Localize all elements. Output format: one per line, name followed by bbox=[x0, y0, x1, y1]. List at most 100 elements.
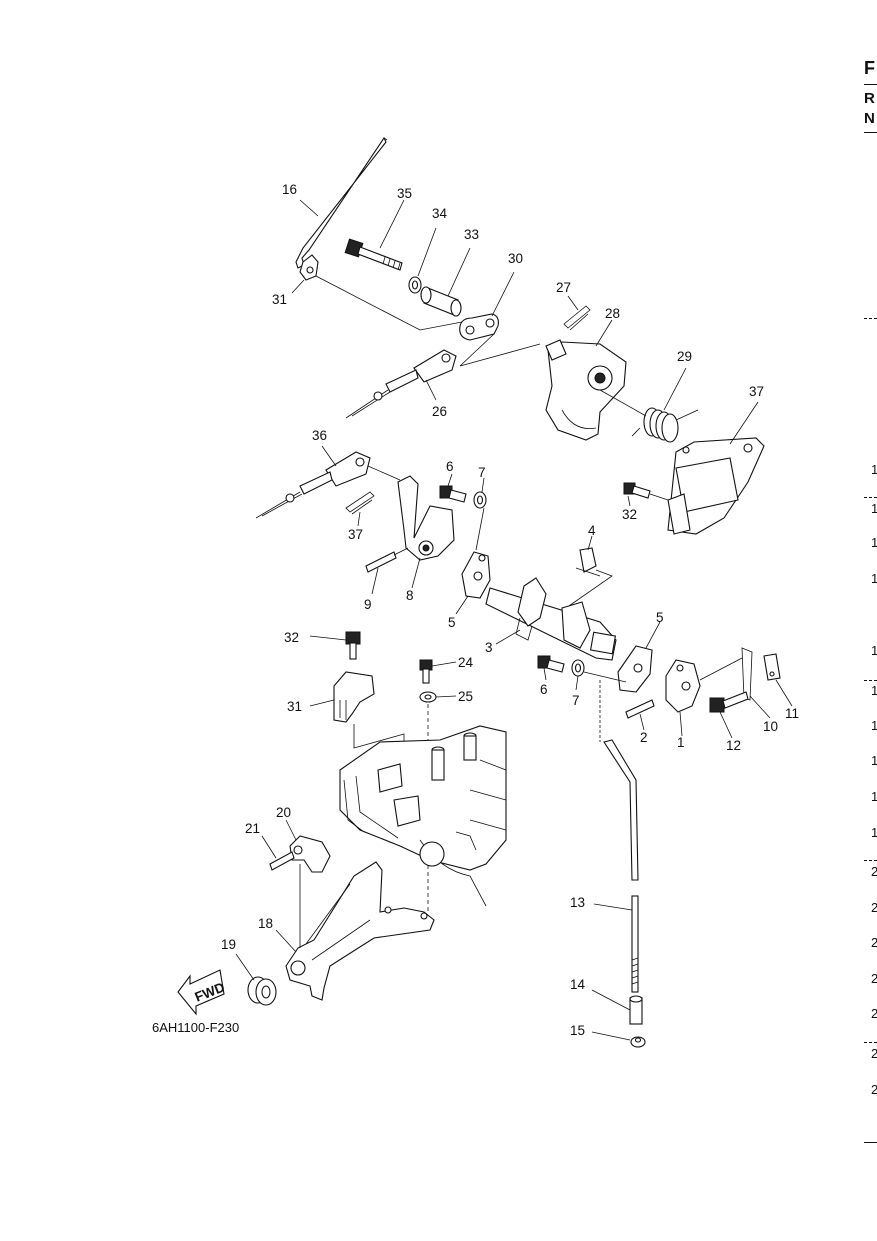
leader-19 bbox=[261, 835, 277, 859]
edge-row-6: 1 bbox=[871, 683, 877, 698]
leader-33 bbox=[729, 401, 759, 445]
edge-row-8: 1 bbox=[871, 753, 877, 768]
part-1-lever bbox=[665, 659, 701, 713]
edge-row-4: 1 bbox=[871, 571, 877, 586]
callout-17: 19 bbox=[221, 937, 236, 952]
edge-dash-1 bbox=[864, 318, 877, 319]
leader-35 bbox=[309, 635, 347, 641]
leader-24 bbox=[595, 319, 613, 347]
part-8-lever bbox=[397, 475, 455, 561]
part-3-shaft bbox=[485, 577, 617, 661]
leader-25 bbox=[663, 367, 687, 411]
part-5-joint-upper bbox=[461, 551, 491, 599]
leader-31 bbox=[379, 199, 405, 249]
edge-row-13: 2 bbox=[871, 935, 877, 950]
part-31-bolt bbox=[344, 238, 403, 271]
edge-row-16: 2 bbox=[871, 1046, 877, 1061]
part-30-washer bbox=[408, 276, 422, 294]
leader-21 bbox=[435, 695, 457, 698]
leader-1 bbox=[679, 711, 683, 737]
part-33-bracket bbox=[667, 437, 765, 535]
callout-26: 30 bbox=[508, 251, 523, 266]
callout-5-upper: 5 bbox=[448, 615, 456, 630]
part-17-grommet bbox=[247, 976, 277, 1006]
callout-15: 15 bbox=[570, 1023, 585, 1038]
edge-dash-2 bbox=[864, 497, 877, 498]
leader-7-upper bbox=[481, 477, 485, 493]
part-29-collar bbox=[420, 286, 462, 317]
callout-12: 12 bbox=[726, 738, 741, 753]
edge-rule-bottom bbox=[864, 1142, 877, 1143]
callout-1: 1 bbox=[677, 735, 685, 750]
part-26-link bbox=[459, 313, 499, 341]
callout-11: 11 bbox=[785, 706, 799, 721]
part-13-rod bbox=[603, 739, 639, 993]
part-19-pin bbox=[269, 851, 295, 871]
leader-5-lower bbox=[645, 621, 661, 649]
leader-23 bbox=[567, 295, 579, 311]
edge-line-r: R bbox=[864, 90, 875, 107]
callout-6-lower: 6 bbox=[540, 682, 548, 697]
leader-8 bbox=[411, 557, 421, 589]
part-11-tab bbox=[763, 653, 781, 681]
part-10-plate bbox=[699, 647, 753, 701]
callout-16: 18 bbox=[258, 916, 273, 931]
callout-8: 8 bbox=[406, 588, 414, 603]
callout-6-upper: 6 bbox=[446, 459, 454, 474]
leader-13 bbox=[593, 903, 633, 911]
edge-row-12: 2 bbox=[871, 900, 877, 915]
callout-25: 29 bbox=[677, 349, 692, 364]
callout-14: 14 bbox=[570, 977, 586, 992]
edge-row-3: 1 bbox=[871, 535, 877, 550]
callout-30: 34 bbox=[432, 206, 448, 221]
leader-32 bbox=[627, 495, 631, 507]
fwd-arrow-icon bbox=[177, 969, 225, 1016]
callout-27: 31 bbox=[272, 292, 287, 307]
leader-2 bbox=[639, 713, 645, 731]
leader-18 bbox=[285, 819, 297, 841]
callout-19: 21 bbox=[245, 821, 260, 836]
part-23-clip bbox=[563, 305, 591, 331]
leader-6-upper bbox=[447, 473, 453, 487]
leader-29 bbox=[447, 247, 471, 297]
leader-22 bbox=[425, 379, 437, 401]
edge-row-9: 1 bbox=[871, 789, 877, 804]
part-2-pin bbox=[625, 699, 655, 719]
callout-20: 24 bbox=[458, 655, 474, 670]
callout-37: 37 bbox=[348, 527, 363, 542]
part-32-bolt bbox=[623, 482, 651, 499]
edge-row-14: 2 bbox=[871, 971, 877, 986]
leader-7-lower bbox=[575, 675, 579, 691]
leader-36 bbox=[321, 445, 337, 467]
part-36-cable-joint bbox=[255, 451, 371, 519]
part-16-bracket bbox=[285, 861, 435, 1001]
callout-21: 25 bbox=[458, 689, 473, 704]
leader-11 bbox=[775, 679, 793, 707]
edge-row-11: 2 bbox=[871, 864, 877, 879]
callout-4: 4 bbox=[588, 523, 596, 538]
callout-29: 33 bbox=[464, 227, 479, 242]
edge-row-5: 1 bbox=[871, 643, 877, 658]
edge-row-7: 1 bbox=[871, 718, 877, 733]
leader-34 bbox=[309, 699, 335, 707]
callout-13: 13 bbox=[570, 895, 585, 910]
callout-33: 37 bbox=[749, 384, 764, 399]
leader-12 bbox=[719, 711, 733, 739]
part-6-screw-upper bbox=[439, 485, 467, 503]
leader-5-upper bbox=[455, 595, 469, 615]
callout-24: 28 bbox=[605, 306, 620, 321]
callout-36: 36 bbox=[312, 428, 327, 443]
part-34-bracket bbox=[333, 671, 375, 723]
callout-18: 20 bbox=[276, 805, 291, 820]
leader-20 bbox=[431, 661, 457, 667]
callout-2: 2 bbox=[640, 730, 648, 745]
callout-34: 31 bbox=[287, 699, 302, 714]
part-37-clip bbox=[345, 491, 375, 515]
leader-6-lower bbox=[543, 667, 547, 681]
edge-dash-5 bbox=[864, 1042, 877, 1043]
leader-37 bbox=[357, 511, 361, 527]
edge-row-1: 1 bbox=[871, 462, 877, 477]
leader-17 bbox=[235, 953, 255, 981]
engine-body bbox=[339, 725, 507, 907]
